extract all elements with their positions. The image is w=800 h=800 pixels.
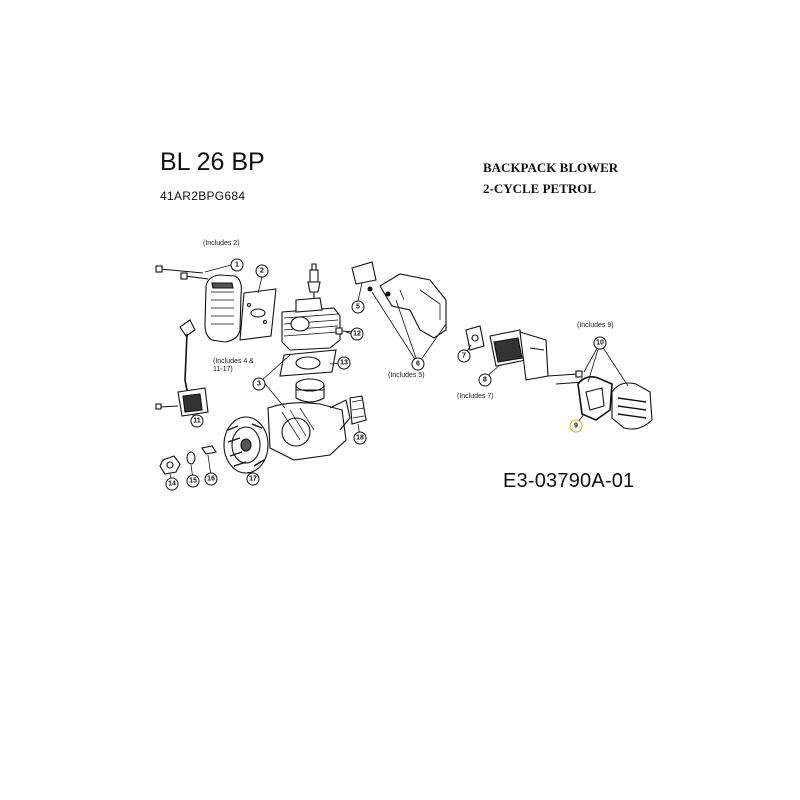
svg-text:6: 6 [416, 361, 420, 368]
svg-text:17: 17 [249, 476, 257, 483]
svg-text:3: 3 [257, 381, 261, 388]
small-parts-drawing [159, 445, 217, 475]
callout-1: 1 [230, 258, 244, 272]
model-number: 41AR2BPG684 [160, 189, 246, 203]
ignition-module-drawing [155, 387, 209, 417]
callout-13: 13 [337, 356, 351, 370]
bolt-12-drawing [335, 327, 353, 335]
product-type-line2: 2-CYCLE PETROL [483, 181, 597, 196]
carburetor-drawing [489, 329, 549, 381]
callout-12: 12 [350, 327, 364, 341]
gasket-drawing [239, 288, 277, 341]
callout-2: 2 [255, 264, 269, 278]
product-type-line1: BACKPACK BLOWER [483, 160, 619, 175]
svg-text:2: 2 [260, 268, 264, 275]
base-gasket-drawing [279, 349, 337, 377]
air-filter-cover-drawing [611, 382, 653, 430]
bolt-drawing [155, 265, 209, 280]
svg-text:5: 5 [356, 304, 360, 311]
callout-11: 11 [190, 414, 204, 428]
piston-drawing [295, 378, 325, 403]
svg-text:16: 16 [207, 476, 215, 483]
pawl-drawing [349, 395, 367, 425]
callout-15: 15 [186, 474, 200, 488]
flywheel-drawing [223, 416, 269, 474]
svg-text:18: 18 [356, 435, 364, 442]
diagram-reference-number: E3-03790A-01 [503, 470, 635, 492]
callout-6: 6 [411, 357, 425, 371]
callout-16: 16 [204, 472, 218, 486]
callout-markers: 1 2 3 5 6 7 8 9 10 11 12 13 14 15 16 17 … [165, 258, 607, 491]
carb-gasket-drawing [465, 325, 485, 351]
cylinder-drawing [281, 297, 341, 351]
svg-text:12: 12 [353, 331, 361, 338]
includes-note-3: (Includes 5) [388, 372, 425, 379]
svg-text:7: 7 [462, 353, 466, 360]
shroud-drawing [204, 274, 242, 343]
callout-3: 3 [252, 377, 266, 391]
part-drawings [155, 261, 653, 483]
crankcase-drawing [267, 399, 351, 461]
svg-text:15: 15 [189, 478, 197, 485]
callout-10: 10 [593, 336, 607, 350]
svg-text:9: 9 [574, 423, 578, 430]
includes-note-4: (Includes 7) [457, 393, 494, 400]
svg-text:14: 14 [168, 481, 176, 488]
ignition-cable-drawing [179, 319, 196, 396]
callout-5: 5 [351, 300, 365, 314]
callout-14: 14 [165, 477, 179, 491]
svg-text:11: 11 [193, 418, 201, 425]
includes-note-1: (Includes 2) [203, 240, 240, 247]
muffler-drawing [351, 261, 447, 339]
callout-7: 7 [457, 349, 471, 363]
air-filter-drawing [577, 376, 613, 421]
callout-8: 8 [478, 373, 492, 387]
model-title: BL 26 BP [160, 148, 265, 176]
svg-text:13: 13 [340, 360, 348, 367]
includes-note-2: (Includes 4 & [213, 358, 254, 365]
callout-18: 18 [353, 431, 367, 445]
callout-17: 17 [246, 472, 260, 486]
includes-note-5: (Includes 9) [577, 322, 614, 329]
callout-9: 9 [569, 419, 583, 433]
svg-text:1: 1 [235, 262, 239, 269]
svg-text:10: 10 [596, 340, 604, 347]
svg-text:8: 8 [483, 377, 487, 384]
includes-note-2b: 11-17) [213, 366, 233, 373]
spark-plug-drawing [307, 263, 321, 302]
